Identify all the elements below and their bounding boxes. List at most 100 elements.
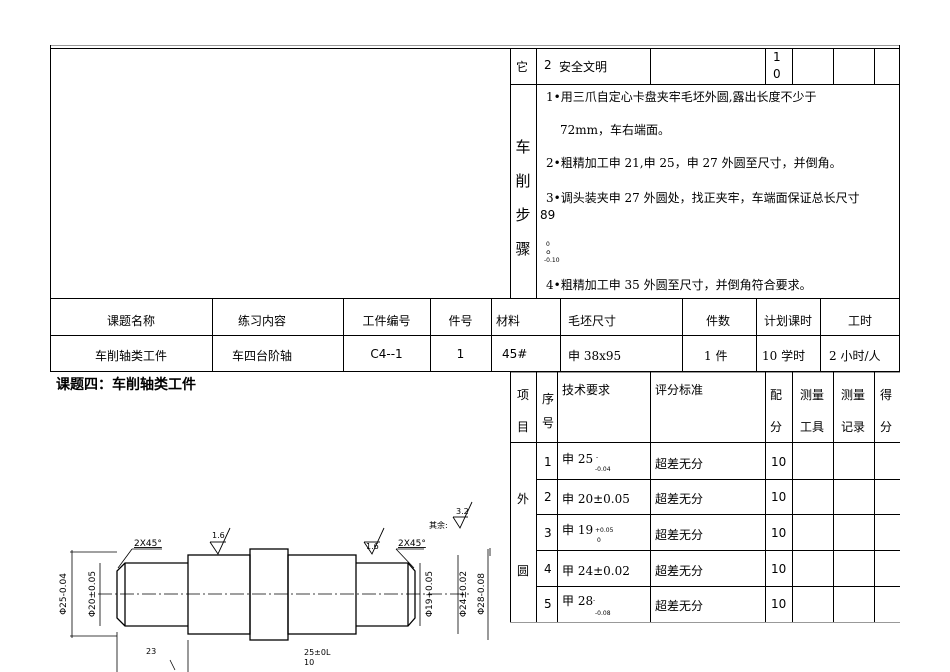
chamfer-right-label: 2X45°	[398, 539, 426, 549]
info-value-topic: 车削轴类工件	[94, 349, 167, 363]
score-header-score-1: 得	[880, 388, 893, 402]
steps-label-char: 骤	[515, 240, 531, 258]
score-header-points-2: 分	[770, 420, 783, 434]
roughness-rest-label: 3.2	[456, 507, 469, 516]
info-value-quantity: 1 件	[704, 349, 728, 363]
row-no: 2	[544, 490, 552, 504]
grid-line	[560, 298, 561, 372]
grid-line	[833, 48, 834, 84]
step-1-cont: 72mm，车右端面。	[560, 123, 671, 137]
info-header-material: 材料	[496, 314, 521, 328]
grid-line	[536, 372, 537, 622]
step-3-period: 。	[546, 242, 559, 256]
row-tol-top: +0.05	[595, 527, 614, 534]
grid-line	[820, 298, 821, 372]
row-standard: 超差无分	[655, 492, 704, 506]
chamfer-leaders	[117, 548, 424, 569]
info-header-work-time: 工时	[847, 314, 872, 328]
score-header-item-1: 项	[517, 388, 530, 402]
row-points: 10	[771, 526, 787, 540]
info-header-topic: 课题名称	[106, 314, 155, 328]
table-border-left	[50, 45, 51, 372]
grid-line	[536, 514, 900, 515]
grid-line	[536, 479, 900, 480]
grid-line	[343, 298, 344, 372]
row-tol-top: -	[596, 454, 599, 461]
grid-line	[510, 48, 511, 298]
step-4: 4•粗精加工申 35 外圆至尺寸，并倒角符合要求。	[546, 278, 812, 292]
dia-right-1-label: Φ19+0.05	[425, 571, 435, 617]
row-tol-bottom: 0	[597, 537, 601, 544]
right-dimensions	[419, 548, 491, 640]
table-border-right	[899, 45, 900, 372]
row-points: 10	[771, 562, 787, 576]
info-value-blank-size: 申 38x95	[568, 349, 622, 363]
grid-line	[510, 442, 900, 443]
row-tech: 甲 24±0.02	[562, 564, 630, 578]
row-no: 5	[544, 597, 552, 611]
score-header-seq-2: 号	[542, 416, 555, 430]
info-value-hours: 10 学时	[762, 349, 806, 363]
table-border-top	[50, 45, 900, 46]
grid-line	[833, 372, 834, 622]
row-standard: 超差无分	[655, 564, 704, 578]
info-value-workpiece-no: C4--1	[370, 347, 403, 361]
grid-line	[650, 48, 651, 84]
grid-line	[50, 298, 900, 299]
step-3-tol-top: 0	[546, 241, 550, 248]
row-points: 10	[771, 597, 787, 611]
row-safety-score-bottom: 0	[773, 67, 781, 81]
grid-line	[212, 298, 213, 372]
steps-label-char: 削	[515, 172, 531, 190]
left-dimensions	[70, 550, 117, 638]
row-safety-score-top: 1	[773, 50, 781, 64]
grid-line	[510, 372, 900, 373]
grid-line	[50, 335, 900, 336]
grid-line	[792, 48, 793, 84]
grid-line	[491, 298, 492, 372]
roughness-rest-prefix: 其余:	[429, 520, 448, 530]
info-header-workpiece-no: 工件编号	[362, 314, 411, 328]
grid-line	[682, 298, 683, 372]
roughness-left-label: 1.6	[212, 531, 225, 540]
row-tech: 申 20±0.05	[562, 492, 630, 506]
info-header-part-no: 件号	[448, 314, 473, 328]
row-tol-top: -	[593, 597, 596, 604]
step-1: 1•用三爪自定心卡盘夹牢毛坯外圆,露出长度不少于	[546, 90, 817, 104]
group-label-2: 圆	[517, 564, 530, 578]
grid-line	[557, 372, 558, 622]
chamfer-left-label: 2X45°	[134, 539, 162, 549]
info-header-blank-size: 毛坯尺寸	[568, 314, 617, 328]
info-value-content: 车四台阶轴	[231, 349, 292, 363]
score-header-record-2: 记录	[841, 420, 866, 434]
grid-line	[650, 372, 651, 622]
row-standard: 超差无分	[655, 528, 704, 542]
step-3: 3•调头装夹申 27 外圆处，找正夹牢，车端面保证总长尺寸	[546, 191, 860, 205]
score-header-tech: 技术要求	[562, 383, 611, 397]
row-tol-bottom: -0.08	[595, 610, 611, 617]
step-3-tol-bottom: -0.10	[544, 257, 560, 264]
info-header-content: 练习内容	[237, 314, 286, 328]
length-mid-label: 25±0L	[304, 648, 331, 657]
grid-line	[510, 622, 900, 623]
info-value-part-no: 1	[456, 347, 465, 361]
grid-line	[536, 586, 900, 587]
steps-label-char: 车	[515, 138, 531, 156]
grid-line	[430, 298, 431, 372]
row-tech: 甲 28	[562, 594, 594, 608]
info-value-work-time: 2 小时/人	[829, 349, 881, 363]
score-header-seq-1: 序	[542, 392, 555, 406]
row-points: 10	[771, 490, 787, 504]
row-no: 4	[544, 562, 552, 576]
score-header-tool-2: 工具	[800, 420, 825, 434]
row-tech: 申 19	[562, 523, 594, 537]
score-header-record-1: 测量	[841, 388, 866, 402]
info-value-material: 45#	[502, 347, 528, 361]
step-2: 2•粗精加工申 21,申 25，申 27 外圆至尺寸，并倒角。	[546, 156, 842, 170]
steps-label: 车 削 步 骤	[512, 130, 534, 266]
row-tol-bottom: -0.04	[595, 466, 611, 473]
shaft-drawing: Φ25-0.04 Φ20±0.05 Φ19+0.05 Φ24±0.02 Φ28-…	[59, 501, 491, 672]
dia-right-2-label: Φ24±0.02	[459, 571, 469, 617]
row-safety-no: 2	[544, 58, 552, 72]
grid-line	[765, 372, 766, 622]
